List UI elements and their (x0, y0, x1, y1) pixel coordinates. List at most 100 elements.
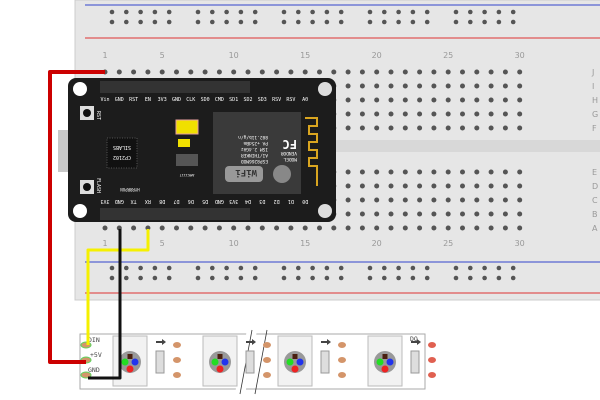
rail-hole[interactable] (281, 265, 287, 271)
solder-pad[interactable] (338, 342, 346, 348)
rail-hole[interactable] (453, 275, 459, 281)
breadboard-hole[interactable] (474, 183, 480, 189)
rail-hole[interactable] (367, 9, 373, 15)
breadboard-hole[interactable] (517, 83, 523, 89)
rail-hole[interactable] (338, 19, 344, 25)
breadboard-hole[interactable] (445, 197, 451, 203)
breadboard-hole[interactable] (402, 169, 408, 175)
breadboard-hole[interactable] (402, 211, 408, 217)
rail-hole[interactable] (109, 9, 115, 15)
rail-hole[interactable] (510, 19, 516, 25)
breadboard-hole[interactable] (488, 197, 494, 203)
breadboard-hole[interactable] (131, 69, 137, 75)
rail-hole[interactable] (396, 9, 401, 15)
breadboard-hole[interactable] (502, 211, 508, 217)
rail-hole[interactable] (367, 265, 373, 271)
rail-hole[interactable] (482, 19, 487, 25)
rail-hole[interactable] (410, 265, 416, 271)
breadboard-hole[interactable] (460, 169, 465, 175)
rail-hole[interactable] (410, 9, 416, 15)
rail-hole[interactable] (224, 19, 229, 25)
breadboard-hole[interactable] (402, 225, 408, 231)
rail-hole[interactable] (338, 9, 344, 15)
rail-hole[interactable] (382, 275, 387, 281)
breadboard-hole[interactable] (431, 225, 437, 231)
solder-pad[interactable] (428, 342, 436, 348)
breadboard-hole[interactable] (345, 169, 351, 175)
rail-hole[interactable] (296, 9, 301, 15)
breadboard-hole[interactable] (445, 183, 451, 189)
rail-hole[interactable] (424, 265, 430, 271)
rail-hole[interactable] (281, 9, 287, 15)
solder-pad[interactable] (173, 372, 181, 378)
breadboard-hole[interactable] (359, 183, 365, 189)
breadboard-hole[interactable] (431, 197, 437, 203)
breadboard-hole[interactable] (317, 225, 322, 231)
breadboard-hole[interactable] (502, 197, 508, 203)
breadboard-hole[interactable] (417, 169, 423, 175)
breadboard-hole[interactable] (431, 83, 437, 89)
breadboard-hole[interactable] (274, 225, 280, 231)
rail-hole[interactable] (424, 9, 430, 15)
breadboard-hole[interactable] (488, 83, 494, 89)
rail-hole[interactable] (382, 19, 387, 25)
breadboard-hole[interactable] (474, 211, 480, 217)
rail-hole[interactable] (453, 265, 459, 271)
rail-hole[interactable] (195, 19, 201, 25)
rail-hole[interactable] (310, 265, 315, 271)
breadboard-hole[interactable] (374, 111, 380, 117)
rail-hole[interactable] (109, 265, 115, 271)
rail-hole[interactable] (195, 265, 201, 271)
breadboard-hole[interactable] (231, 225, 237, 231)
rail-hole[interactable] (124, 265, 129, 271)
breadboard-hole[interactable] (317, 69, 322, 75)
breadboard-hole[interactable] (259, 225, 265, 231)
solder-pad[interactable] (263, 342, 271, 348)
rail-hole[interactable] (510, 265, 516, 271)
breadboard-hole[interactable] (502, 69, 508, 75)
rail-hole[interactable] (324, 265, 330, 271)
solder-pad[interactable] (428, 372, 436, 378)
solder-pad[interactable] (428, 357, 436, 363)
rail-hole[interactable] (238, 275, 244, 281)
breadboard-hole[interactable] (502, 111, 508, 117)
rail-hole[interactable] (324, 19, 330, 25)
rail-hole[interactable] (468, 275, 473, 281)
breadboard-hole[interactable] (188, 69, 194, 75)
breadboard-hole[interactable] (474, 125, 480, 131)
breadboard-hole[interactable] (517, 111, 523, 117)
breadboard-hole[interactable] (488, 211, 494, 217)
breadboard-hole[interactable] (188, 225, 194, 231)
breadboard-hole[interactable] (445, 125, 451, 131)
breadboard-hole[interactable] (374, 225, 380, 231)
breadboard-hole[interactable] (202, 225, 208, 231)
rail-hole[interactable] (453, 9, 459, 15)
breadboard-hole[interactable] (359, 83, 365, 89)
breadboard-hole[interactable] (517, 169, 523, 175)
breadboard-hole[interactable] (374, 69, 380, 75)
breadboard-hole[interactable] (502, 97, 508, 103)
breadboard-hole[interactable] (388, 69, 394, 75)
breadboard-hole[interactable] (345, 125, 351, 131)
rail-hole[interactable] (496, 275, 502, 281)
rail-hole[interactable] (138, 9, 143, 15)
rail-hole[interactable] (482, 9, 487, 15)
breadboard-hole[interactable] (345, 197, 351, 203)
breadboard-hole[interactable] (517, 69, 523, 75)
rail-hole[interactable] (195, 275, 201, 281)
breadboard-hole[interactable] (460, 183, 465, 189)
breadboard-hole[interactable] (231, 69, 237, 75)
solder-pad[interactable] (173, 357, 181, 363)
rail-hole[interactable] (210, 9, 215, 15)
breadboard-hole[interactable] (331, 69, 337, 75)
rail-hole[interactable] (468, 265, 473, 271)
breadboard-hole[interactable] (474, 111, 480, 117)
breadboard-hole[interactable] (359, 111, 365, 117)
solder-pad[interactable] (263, 372, 271, 378)
rail-hole[interactable] (124, 19, 129, 25)
rail-hole[interactable] (396, 19, 401, 25)
breadboard-hole[interactable] (445, 111, 451, 117)
rail-hole[interactable] (152, 9, 158, 15)
rail-hole[interactable] (396, 275, 401, 281)
breadboard-hole[interactable] (488, 183, 494, 189)
